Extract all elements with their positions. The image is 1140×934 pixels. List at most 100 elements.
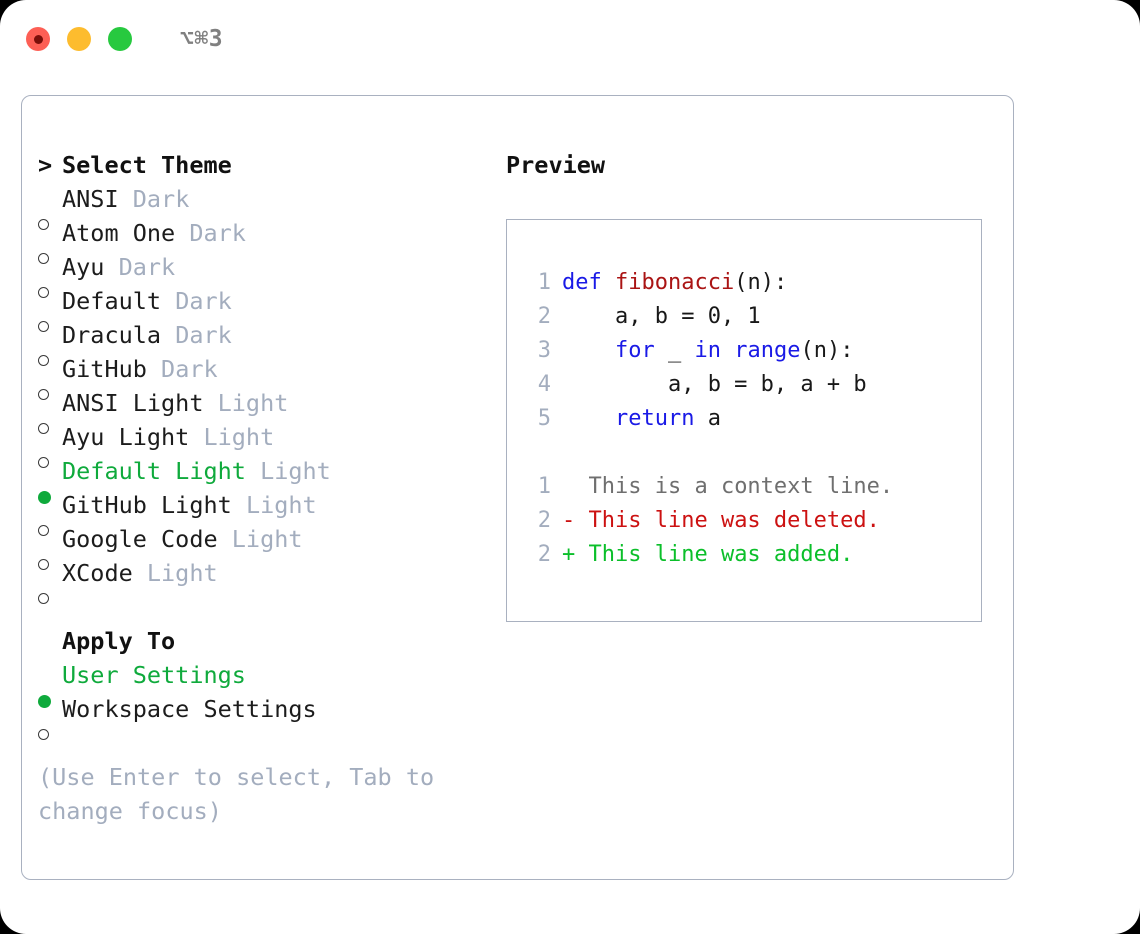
minimize-button[interactable] (67, 27, 91, 51)
theme-option-kind: Dark (189, 219, 246, 247)
theme-option-label: Google Code (62, 525, 232, 553)
apply-to-option-label: Workspace Settings (62, 695, 317, 723)
theme-option-label: Default Light (62, 457, 261, 485)
code-token: fibonacci (614, 270, 735, 295)
theme-option-label: Ayu Light (62, 423, 204, 451)
theme-option-label: Ayu (62, 253, 119, 281)
code-token: for (614, 338, 655, 363)
code-token (562, 334, 615, 368)
theme-option-kind: Light (217, 389, 289, 417)
code-line: 2 a, b = 0, 1 (521, 300, 981, 334)
theme-option-label: ANSI (62, 185, 133, 213)
theme-option-xcode[interactable]: XCode Light (38, 556, 492, 604)
theme-option-label: Atom One (62, 219, 190, 247)
theme-option-label: XCode (62, 559, 147, 587)
diff-text: This line was deleted. (575, 508, 880, 533)
diff-sign (562, 470, 575, 504)
list-spacer (38, 590, 492, 624)
code-token: def (562, 270, 615, 295)
code-token: (n): (734, 270, 788, 295)
caret-icon: > (38, 151, 53, 179)
theme-option-github-light[interactable]: GitHub Light Light (38, 488, 492, 536)
code-token: _ (654, 338, 695, 363)
diff-line-number: 1 (537, 474, 551, 499)
diff-line: 2+ This line was added. (521, 538, 981, 572)
apply-to-marker-spacer (38, 624, 62, 658)
apply-to-option-workspace-settings[interactable]: Workspace Settings (38, 692, 492, 740)
select-theme-heading-label: Select Theme (62, 151, 232, 179)
diff-text: This is a context line. (575, 474, 894, 499)
diff-preview: 1 This is a context line.2- This line wa… (521, 470, 981, 572)
select-theme-heading: > Select Theme (38, 148, 492, 182)
diff-text: This line was added. (575, 542, 854, 567)
theme-option-kind: Light (245, 491, 317, 519)
code-line-number: 4 (537, 372, 551, 397)
theme-option-ansi-light[interactable]: ANSI Light Light (38, 386, 492, 434)
theme-option-kind: Dark (161, 355, 218, 383)
theme-option-kind: Light (231, 525, 303, 553)
theme-option-kind: Dark (175, 321, 232, 349)
code-line: 1 def fibonacci(n): (521, 266, 981, 300)
theme-option-default-light[interactable]: Default Light Light (38, 454, 492, 504)
apply-to-option-label: User Settings (62, 661, 246, 689)
code-line: 3 for _ in range(n): (521, 334, 981, 368)
code-line-number: 5 (537, 406, 551, 431)
code-token: in (694, 338, 721, 363)
theme-option-github[interactable]: GitHub Dark (38, 352, 492, 400)
theme-option-label: GitHub Light (62, 491, 246, 519)
theme-option-google-code[interactable]: Google Code Light (38, 522, 492, 570)
code-line: 4 a, b = b, a + b (521, 368, 981, 402)
code-token: return (614, 406, 695, 431)
diff-line-number: 2 (537, 508, 551, 533)
title-bar: ⌥⌘3 (0, 0, 1140, 78)
theme-option-ayu[interactable]: Ayu Dark (38, 250, 492, 298)
code-token: a (694, 406, 721, 431)
theme-option-label: Default (62, 287, 176, 315)
code-line: 5 return a (521, 402, 981, 436)
apply-to-option-user-settings[interactable]: User Settings (38, 658, 492, 708)
theme-option-label: GitHub (62, 355, 162, 383)
theme-option-kind: Light (203, 423, 275, 451)
theme-option-default[interactable]: Default Dark (38, 284, 492, 332)
theme-option-kind: Light (260, 457, 331, 485)
theme-option-kind: Light (146, 559, 218, 587)
code-token (721, 334, 734, 368)
theme-option-kind: Dark (175, 287, 232, 315)
theme-option-atom-one[interactable]: Atom One Dark (38, 216, 492, 264)
recording-indicator-icon (33, 34, 43, 44)
code-token: a, b = b, a + b (562, 372, 867, 397)
maximize-button[interactable] (108, 27, 132, 51)
theme-option-label: ANSI Light (62, 389, 218, 417)
code-token (562, 402, 615, 436)
code-token: a, b = 0, 1 (562, 304, 761, 329)
theme-option-ayu-light[interactable]: Ayu Light Light (38, 420, 492, 468)
theme-option-kind: Dark (132, 185, 190, 213)
diff-sign: - (562, 508, 576, 533)
apply-to-heading: Apply To (38, 624, 492, 658)
diff-line: 1 This is a context line. (521, 470, 981, 504)
theme-option-kind: Dark (118, 253, 176, 281)
keyboard-hint: (Use Enter to select, Tab to change focu… (38, 763, 449, 825)
theme-option-ansi[interactable]: ANSI Dark (38, 182, 492, 230)
diff-sign: + (562, 542, 576, 567)
close-button[interactable] (26, 27, 50, 51)
preview-gap (521, 436, 981, 470)
code-token: (n): (800, 338, 854, 363)
diff-line: 2- This line was deleted. (521, 504, 981, 538)
theme-option-dracula[interactable]: Dracula Dark (38, 318, 492, 366)
code-line-number: 3 (537, 338, 551, 363)
code-line-number: 1 (537, 270, 551, 295)
code-token: range (734, 338, 801, 363)
theme-option-label: Dracula (62, 321, 176, 349)
code-line-number: 2 (537, 304, 551, 329)
window-title-shortcut: ⌥⌘3 (180, 26, 224, 52)
preview-heading: Preview (506, 151, 606, 179)
